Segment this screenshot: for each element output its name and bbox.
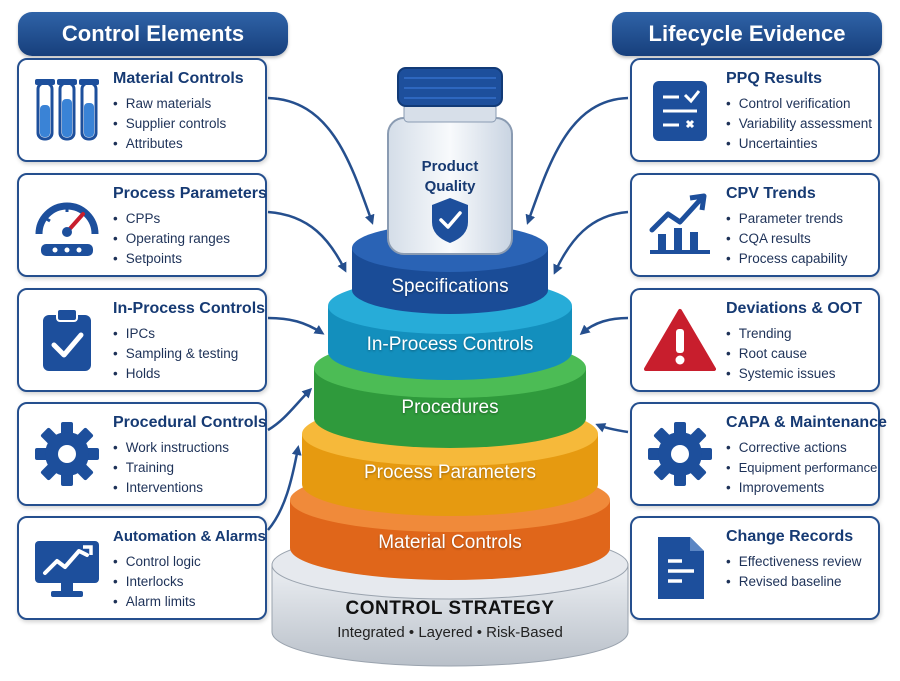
arrow-capa bbox=[595, 423, 629, 434]
list-item: Trending bbox=[726, 324, 836, 344]
card-title: PPQ Results bbox=[726, 70, 823, 87]
checklist-icon bbox=[642, 74, 718, 146]
document-icon bbox=[642, 532, 718, 604]
tier-specifications-label: Specifications bbox=[391, 276, 509, 297]
card-title: Deviations & OOT bbox=[726, 300, 863, 317]
card-title: Procedural Controls bbox=[113, 414, 267, 431]
card-title: CAPA & Maintenance bbox=[726, 414, 887, 431]
list-item: CQA results bbox=[726, 229, 848, 249]
tier-process-parameters-label: Process Parameters bbox=[363, 462, 537, 483]
list-item: Attributes bbox=[113, 134, 226, 154]
card-title: CPV Trends bbox=[726, 185, 816, 202]
card-process-parameters: Process Parameters CPPs Operating ranges… bbox=[17, 173, 267, 277]
list-item: Interventions bbox=[113, 478, 229, 498]
card-items: Parameter trends CQA results Process cap… bbox=[726, 209, 848, 269]
arrow-ppq-results bbox=[525, 96, 629, 225]
header-lifecycle-evidence: Lifecycle Evidence bbox=[612, 12, 882, 56]
gear-icon bbox=[642, 418, 718, 490]
product-vial bbox=[387, 67, 513, 255]
trend-chart-icon bbox=[642, 189, 718, 261]
card-change-records: Change Records Effectiveness review Revi… bbox=[630, 516, 880, 620]
card-items: Control verification Variability assessm… bbox=[726, 94, 872, 154]
card-items: Raw materials Supplier controls Attribut… bbox=[113, 94, 227, 154]
card-title: Change Records bbox=[726, 528, 854, 545]
list-item: Root cause bbox=[726, 344, 836, 364]
tier-procedures-label: Procedures bbox=[401, 397, 499, 418]
list-item: Effectiveness review bbox=[726, 552, 862, 572]
card-items: Work instructions Training Interventions bbox=[113, 438, 229, 498]
list-item: Sampling & testing bbox=[113, 344, 239, 364]
card-ppq-results: PPQ Results Control verification Variabi… bbox=[630, 58, 880, 162]
list-item: Equipment performance bbox=[726, 458, 878, 478]
list-item: Raw materials bbox=[113, 94, 226, 114]
arrow-cpv-trends bbox=[553, 210, 629, 275]
card-title: Material Controls bbox=[113, 70, 244, 87]
list-item: Operating ranges bbox=[113, 229, 230, 249]
card-title: In-Process Controls bbox=[113, 300, 266, 317]
arrow-material-controls bbox=[267, 96, 375, 225]
list-item: Interlocks bbox=[113, 572, 201, 592]
arrow-deviations bbox=[579, 316, 629, 335]
card-title: Process Parameters bbox=[113, 185, 267, 202]
arrow-procedural-controls bbox=[267, 387, 313, 432]
warning-icon bbox=[642, 304, 718, 376]
control-strategy-title: CONTROL STRATEGY bbox=[345, 598, 555, 619]
list-item: Parameter trends bbox=[726, 209, 848, 229]
card-material-controls: Material Controls Raw materials Supplier… bbox=[17, 58, 267, 162]
control-strategy-subtitle: Integrated • Layered • Risk-Based bbox=[337, 624, 563, 641]
monitor-chart-icon bbox=[29, 532, 105, 604]
card-procedural-controls: Procedural Controls Work instructions Tr… bbox=[17, 402, 267, 506]
gear-icon bbox=[29, 418, 105, 490]
shield-check-icon bbox=[432, 198, 468, 243]
list-item: Alarm limits bbox=[113, 592, 201, 612]
vial-label: Product Quality bbox=[400, 157, 500, 197]
card-items: CPPs Operating ranges Setpoints bbox=[113, 209, 230, 269]
card-items: Effectiveness review Revised baseline bbox=[726, 552, 862, 592]
card-items: Trending Root cause Systemic issues bbox=[726, 324, 836, 384]
list-item: Control logic bbox=[113, 552, 201, 572]
list-item: IPCs bbox=[113, 324, 238, 344]
card-deviations-oot: Deviations & OOT Trending Root cause Sys… bbox=[630, 288, 880, 392]
card-title: Automation & Alarms bbox=[113, 528, 266, 545]
list-item: Training bbox=[113, 458, 229, 478]
card-items: Control logic Interlocks Alarm limits bbox=[113, 552, 201, 612]
tier-material-controls-label: Material Controls bbox=[378, 532, 522, 553]
card-automation-alarms: Automation & Alarms Control logic Interl… bbox=[17, 516, 267, 620]
arrow-automation bbox=[267, 445, 302, 531]
clipboard-check-icon bbox=[29, 304, 105, 376]
list-item: Work instructions bbox=[113, 438, 229, 458]
list-item: Revised baseline bbox=[726, 572, 862, 592]
header-control-elements: Control Elements bbox=[18, 12, 288, 56]
list-item: Improvements bbox=[726, 478, 877, 498]
list-item: Uncertainties bbox=[726, 134, 872, 154]
card-items: Corrective actions Equipment performance… bbox=[726, 438, 878, 498]
list-item: Process capability bbox=[726, 249, 848, 269]
list-item: Control verification bbox=[726, 94, 872, 114]
list-item: CPPs bbox=[113, 209, 230, 229]
list-item: Holds bbox=[113, 364, 238, 384]
gauge-icon bbox=[29, 189, 105, 261]
vial-label-line2: Quality bbox=[424, 178, 476, 195]
list-item: Supplier controls bbox=[113, 114, 227, 134]
arrow-in-process-controls bbox=[267, 316, 325, 335]
card-items: IPCs Sampling & testing Holds bbox=[113, 324, 239, 384]
arrow-process-parameters bbox=[267, 210, 347, 273]
card-in-process-controls: In-Process Controls IPCs Sampling & test… bbox=[17, 288, 267, 392]
test-tubes-icon bbox=[29, 74, 105, 146]
tier-in-process-controls-label: In-Process Controls bbox=[366, 334, 534, 355]
card-capa-maintenance: CAPA & Maintenance Corrective actions Eq… bbox=[630, 402, 887, 506]
list-item: Variability assessment bbox=[726, 114, 872, 134]
vial-label-line1: Product bbox=[421, 158, 479, 175]
card-cpv-trends: CPV Trends Parameter trends CQA results … bbox=[630, 173, 880, 277]
list-item: Corrective actions bbox=[726, 438, 877, 458]
list-item: Setpoints bbox=[113, 249, 230, 269]
list-item: Systemic issues bbox=[726, 364, 836, 384]
